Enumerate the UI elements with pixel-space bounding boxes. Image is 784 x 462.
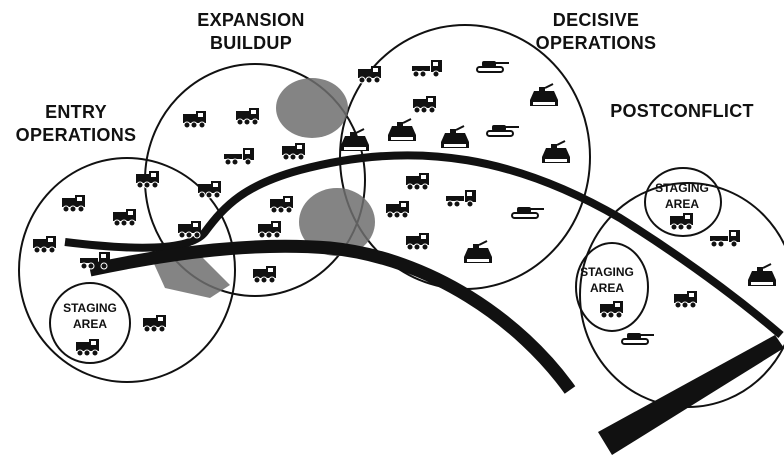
postconflict-label: POSTCONFLICT <box>610 101 754 121</box>
armored-vehicle-icon <box>340 128 370 152</box>
tank-icon <box>511 207 544 219</box>
entry-label-line2: OPERATIONS <box>16 125 137 145</box>
tank-icon <box>621 333 654 345</box>
expansion-label-line2: BUILDUP <box>210 33 292 53</box>
truck-icon <box>669 212 694 231</box>
truck-icon <box>142 314 167 333</box>
truck-icon <box>385 200 410 219</box>
tank-icon <box>476 61 509 73</box>
tractor-trailer-icon <box>223 147 255 166</box>
upper-operational-line <box>64 151 784 339</box>
truck-icon <box>281 142 306 161</box>
exit-arrow <box>598 335 784 455</box>
shaded-zone-upper <box>276 78 348 138</box>
armored-vehicle-icon <box>541 140 571 164</box>
decisive-label-line2: OPERATIONS <box>536 33 657 53</box>
armored-vehicle-icon <box>387 118 417 142</box>
staging-area-post-lower-circle <box>575 242 649 332</box>
truck-icon <box>405 232 430 251</box>
entry-label-line1: ENTRY <box>45 102 107 122</box>
staging-post-upper-line1: STAGING <box>655 181 709 195</box>
expansion-label-line1: EXPANSION <box>197 10 304 30</box>
armored-vehicle-icon <box>529 83 559 107</box>
tractor-trailer-icon <box>709 229 741 248</box>
truck-icon <box>405 172 430 191</box>
armored-vehicle-icon <box>463 240 493 264</box>
armored-vehicle-icon <box>440 125 470 149</box>
staging-post-lower-line1: STAGING <box>580 265 634 279</box>
staging-post-upper-line2: AREA <box>665 197 699 211</box>
entry-operations-circle <box>18 157 236 383</box>
armored-vehicle-icon <box>747 263 777 287</box>
staging-area-entry-circle <box>49 282 131 364</box>
tank-icon <box>486 125 519 137</box>
staging-entry-line1: STAGING <box>63 301 117 315</box>
staging-area-post-upper-circle <box>644 167 722 237</box>
truck-icon <box>269 195 294 214</box>
staging-entry-line2: AREA <box>73 317 107 331</box>
truck-icon <box>197 180 222 199</box>
decisive-label-line1: DECISIVE <box>553 10 639 30</box>
truck-icon <box>61 194 86 213</box>
truck-icon <box>357 65 382 84</box>
truck-icon <box>599 300 624 319</box>
truck-icon <box>135 170 160 189</box>
truck-icon <box>182 110 207 129</box>
truck-icon <box>112 208 137 227</box>
truck-icon <box>257 220 282 239</box>
truck-icon <box>412 95 437 114</box>
lower-operational-line <box>88 239 576 394</box>
tractor-trailer-icon <box>445 189 477 208</box>
shaded-zone-lower <box>299 188 375 256</box>
truck-icon <box>673 290 698 309</box>
truck-icon <box>235 107 260 126</box>
staging-post-lower-line2: AREA <box>590 281 624 295</box>
truck-icon <box>252 265 277 284</box>
tractor-trailer-icon <box>411 59 443 78</box>
truck-icon <box>32 235 57 254</box>
truck-icon <box>75 338 100 357</box>
truck-icon <box>177 220 202 239</box>
